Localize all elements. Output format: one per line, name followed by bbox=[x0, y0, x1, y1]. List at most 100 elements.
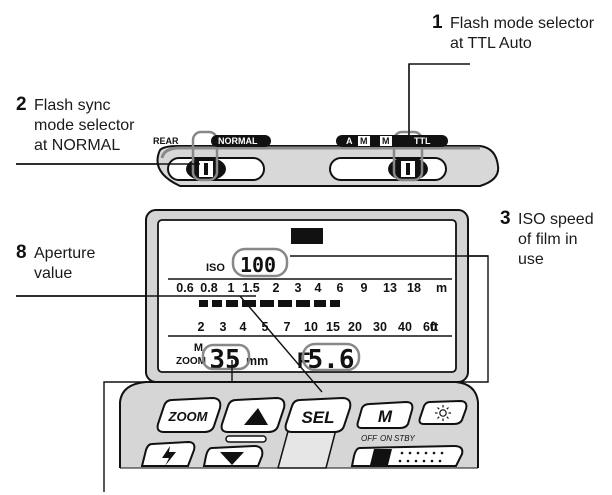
zoom-unit: mm bbox=[246, 354, 268, 368]
scale-ft-label: 60 bbox=[423, 320, 437, 334]
down-arrow-button[interactable] bbox=[202, 444, 264, 467]
button-panel: ZOOM SEL M bbox=[119, 381, 479, 469]
scale-m-label: 4 bbox=[315, 281, 322, 295]
scale-ft-label: 4 bbox=[240, 320, 247, 334]
range-bar-segment bbox=[212, 300, 222, 307]
callout-3-number: 3 bbox=[500, 208, 511, 229]
range-bar-segment bbox=[199, 300, 208, 307]
zoom-highlight bbox=[201, 343, 251, 371]
callout-2-line-2: mode selector bbox=[34, 117, 135, 134]
scale-m-label: 6 bbox=[337, 281, 344, 295]
power-switch-grip bbox=[398, 451, 444, 463]
scale-ft-label: 20 bbox=[348, 320, 362, 334]
scale-ft-label: 7 bbox=[284, 320, 291, 334]
callout-8-number: 8 bbox=[16, 242, 27, 263]
callout-8-line-2: value bbox=[34, 265, 72, 282]
ttl-badge: TTL bbox=[295, 229, 319, 244]
callout-2-number: 2 bbox=[16, 94, 27, 115]
range-bar-segment bbox=[242, 300, 256, 307]
scale-ft-label: 3 bbox=[220, 320, 227, 334]
scale-m-unit: m bbox=[436, 281, 447, 295]
power-label-on: ON bbox=[380, 434, 392, 443]
flash-icon-button[interactable] bbox=[140, 440, 196, 467]
mode-label-a: A bbox=[346, 136, 353, 146]
callout-1-line-1: Flash mode selector bbox=[450, 15, 595, 32]
scale-ft-label: 30 bbox=[373, 320, 387, 334]
zoom-label-m: M bbox=[194, 342, 203, 354]
scale-ft-unit: ft bbox=[430, 320, 439, 334]
mode-label-ttl: TTL bbox=[414, 136, 431, 146]
callout-2-line-1: Flash sync bbox=[34, 97, 110, 114]
up-arrow-icon bbox=[244, 408, 268, 425]
switch-panel: REAR NORMAL A M M TTL bbox=[153, 130, 500, 187]
scale-m-label: 0.8 bbox=[200, 281, 217, 295]
scale-ft-label: 10 bbox=[304, 320, 318, 334]
scale-m-label: 3 bbox=[295, 281, 302, 295]
iso-label: ISO bbox=[206, 262, 225, 274]
power-label-off: OFF bbox=[361, 434, 378, 443]
callout-3: 3 ISO speed of film in use bbox=[500, 208, 594, 268]
sel-button-label: SEL bbox=[301, 408, 334, 427]
light-button[interactable] bbox=[418, 399, 468, 425]
sun-icon bbox=[435, 405, 451, 421]
scale-ft-label: 2 bbox=[198, 320, 205, 334]
up-arrow-button[interactable] bbox=[220, 396, 286, 433]
callout-8: 8 Aperture value bbox=[16, 242, 95, 282]
range-bar-segment bbox=[278, 300, 292, 307]
scale-m-label: 0.6 bbox=[176, 281, 193, 295]
flash-mode-switch[interactable] bbox=[329, 130, 447, 182]
scale-m-label: 1 bbox=[228, 281, 235, 295]
mode-label-m2: M bbox=[382, 136, 390, 146]
m-button-label: M bbox=[378, 407, 393, 426]
range-bar bbox=[199, 300, 340, 307]
callout-3-line-3: use bbox=[518, 251, 544, 268]
callout-3-line-1: ISO speed bbox=[518, 211, 594, 228]
sync-label-normal: NORMAL bbox=[218, 136, 258, 146]
scale-m-label: 13 bbox=[383, 281, 397, 295]
scale-ft-label: 15 bbox=[326, 320, 340, 334]
power-switch-knob[interactable] bbox=[370, 449, 392, 465]
range-bar-segment bbox=[260, 300, 274, 307]
iso-value: 100 bbox=[240, 253, 276, 277]
sync-label-rear: REAR bbox=[153, 136, 179, 146]
mode-label-m1: M bbox=[360, 136, 368, 146]
lightning-icon bbox=[162, 446, 176, 466]
aperture-highlight bbox=[301, 342, 361, 372]
range-bar-segment bbox=[314, 300, 326, 307]
scale-m-label: 9 bbox=[361, 281, 368, 295]
power-switch[interactable] bbox=[350, 444, 464, 467]
mode-switch-highlight bbox=[392, 130, 424, 182]
sel-button[interactable]: SEL bbox=[284, 396, 352, 433]
power-label-stby: STBY bbox=[394, 434, 416, 443]
scale-ft-label: 5 bbox=[262, 320, 269, 334]
callout-1: 1 Flash mode selector at TTL Auto bbox=[432, 12, 595, 52]
ttl-badge-bg bbox=[291, 228, 323, 244]
scale-m-label: 1.5 bbox=[242, 281, 259, 295]
range-bar-segment bbox=[296, 300, 310, 307]
zoom-label-zoom: ZOOM bbox=[176, 356, 206, 367]
iso-highlight bbox=[231, 247, 289, 278]
scale-m-label: 18 bbox=[407, 281, 421, 295]
leader-overlays bbox=[16, 64, 488, 393]
callout-2-line-3: at NORMAL bbox=[34, 137, 120, 154]
callout-1-line-2: at TTL Auto bbox=[450, 35, 532, 52]
callout-2: 2 Flash sync mode selector at NORMAL bbox=[16, 94, 135, 154]
zoom-button-label: ZOOM bbox=[168, 409, 209, 424]
callout-3-line-2: of film in bbox=[518, 231, 578, 248]
sync-label-normal-bg bbox=[211, 135, 271, 147]
callout-1-number: 1 bbox=[432, 12, 443, 33]
sync-switch-highlight bbox=[191, 130, 219, 182]
scale-m-label: 2 bbox=[273, 281, 280, 295]
zoom-value: 35 bbox=[209, 345, 240, 375]
m-button[interactable]: M bbox=[356, 400, 414, 429]
range-bar-segment bbox=[330, 300, 340, 307]
scale-ft-label: 40 bbox=[398, 320, 412, 334]
zoom-button[interactable]: ZOOM bbox=[156, 396, 222, 433]
callout-8-line-1: Aperture bbox=[34, 245, 95, 262]
down-arrow-icon bbox=[220, 452, 244, 465]
range-bar-segment bbox=[226, 300, 238, 307]
